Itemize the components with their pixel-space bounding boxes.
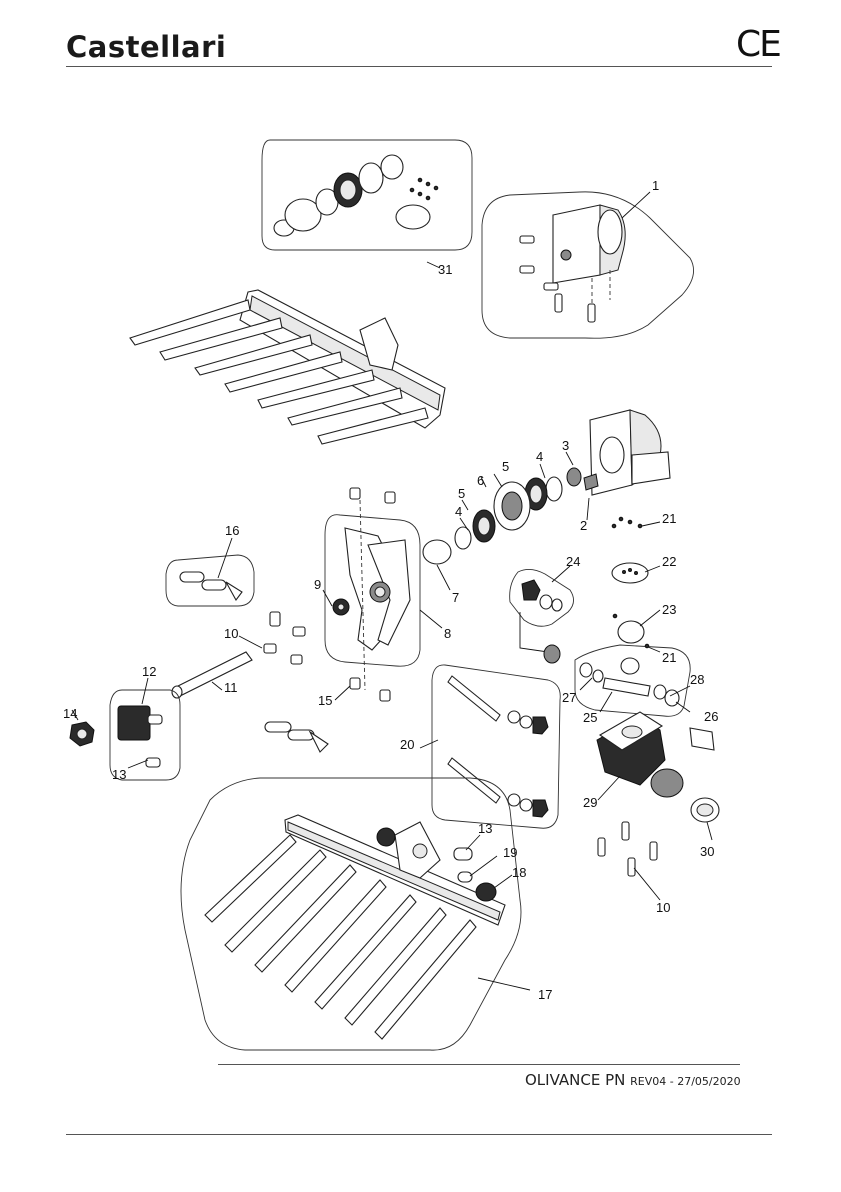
- motor-assembly-group: [482, 192, 694, 338]
- fitting-group: [510, 569, 719, 822]
- callout-15: 15: [318, 693, 332, 708]
- callout-10a: 10: [224, 626, 238, 641]
- seal-kit-group: [262, 140, 472, 250]
- callout-2: 2: [580, 518, 587, 533]
- callout-27: 27: [562, 690, 576, 705]
- callout-26: 26: [704, 709, 718, 724]
- small-parts: [612, 517, 649, 648]
- footer-rule: [218, 1064, 740, 1065]
- revision-label: REV04 - 27/05/2020: [630, 1075, 740, 1088]
- callout-1: 1: [652, 178, 659, 193]
- callout-3: 3: [562, 438, 569, 453]
- callout-13a: 13: [112, 767, 126, 782]
- callout-30: 30: [700, 844, 714, 859]
- callout-25: 25: [583, 710, 597, 725]
- footer-model: OLIVANCE PN REV04 - 27/05/2020: [525, 1071, 741, 1089]
- callout-20: 20: [400, 737, 414, 752]
- callout-18: 18: [512, 865, 526, 880]
- callout-12: 12: [142, 664, 156, 679]
- callout-11: 11: [224, 680, 238, 695]
- callout-6: 6: [477, 473, 484, 488]
- callout-17: 17: [538, 987, 552, 1002]
- bottom-rule: [66, 1134, 772, 1135]
- callout-5a: 5: [502, 459, 509, 474]
- callout-21b: 21: [662, 650, 676, 665]
- model-name: OLIVANCE PN: [525, 1071, 625, 1089]
- shaft-and-bolts: [172, 612, 305, 698]
- callout-21a: 21: [662, 511, 676, 526]
- callout-4a: 4: [536, 449, 543, 464]
- bearing-stack: [423, 477, 562, 564]
- housing: [567, 410, 670, 495]
- callout-10b: 10: [656, 900, 670, 915]
- callout-16: 16: [225, 523, 239, 538]
- callout-19: 19: [503, 845, 517, 860]
- callout-9: 9: [314, 577, 321, 592]
- callout-8: 8: [444, 626, 451, 641]
- callout-4b: 4: [455, 504, 462, 519]
- callout-28: 28: [690, 672, 704, 687]
- callout-24: 24: [566, 554, 580, 569]
- bolt-set-group: [432, 665, 560, 828]
- callout-22: 22: [662, 554, 676, 569]
- callout-29: 29: [583, 795, 597, 810]
- callout-23: 23: [662, 602, 676, 617]
- callout-14: 14: [63, 706, 77, 721]
- actuator-arm-group: [325, 488, 420, 701]
- lower-bolts: [598, 822, 657, 876]
- callout-13b: 13: [478, 821, 492, 836]
- callout-5b: 5: [458, 486, 465, 501]
- upper-comb: [130, 290, 445, 444]
- callout-31: 31: [438, 262, 452, 277]
- lower-comb-group: [181, 778, 521, 1050]
- callout-7: 7: [452, 590, 459, 605]
